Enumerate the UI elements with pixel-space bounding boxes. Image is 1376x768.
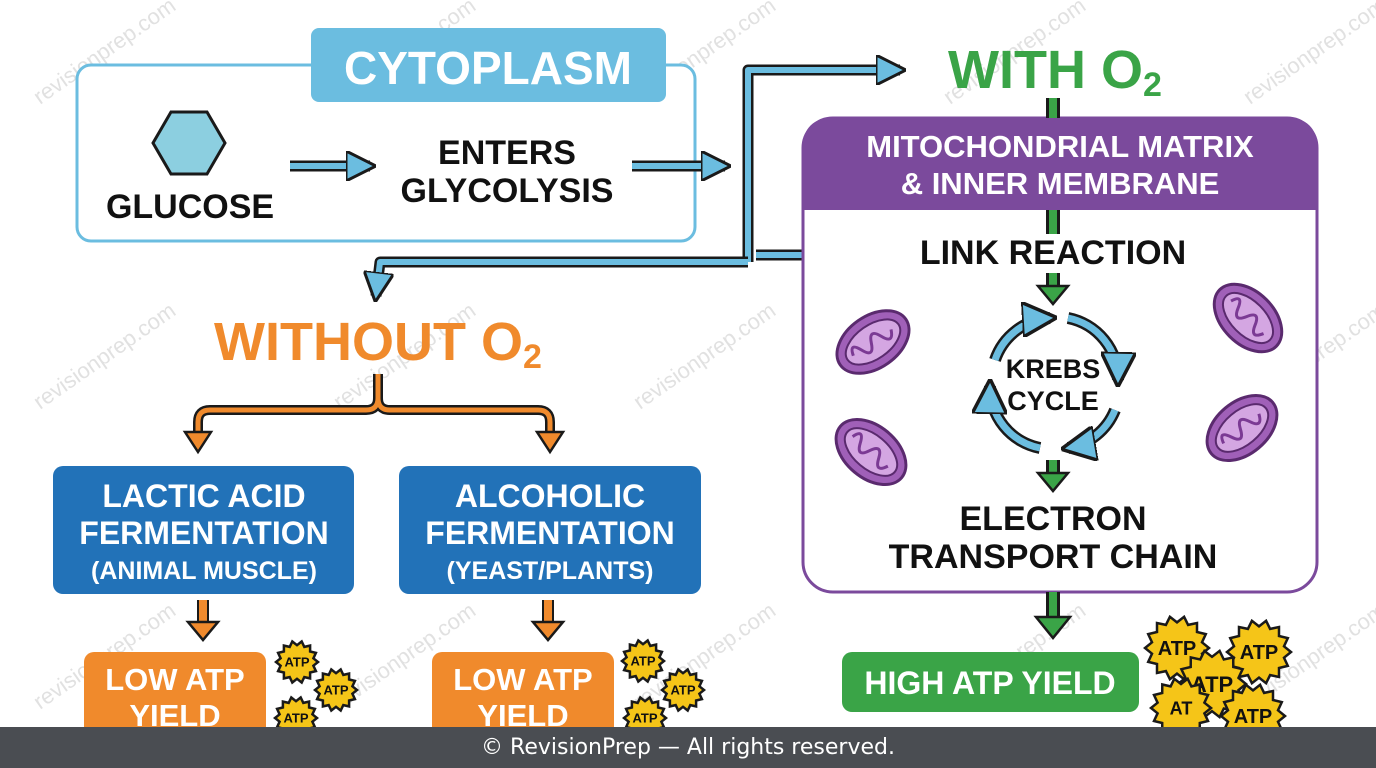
alcoholic-yield-line1: LOW ATP <box>453 662 592 697</box>
krebs-line1: KREBS <box>1006 354 1101 384</box>
alcoholic-line3: (YEAST/PLANTS) <box>447 557 654 585</box>
glucose-hexagon-icon <box>151 110 227 176</box>
cytoplasm-title-bg <box>311 28 666 102</box>
link-reaction-label: LINK REACTION <box>920 234 1186 272</box>
alcoholic-yield-line2: YIELD <box>477 698 568 727</box>
atp-badge-label: ATP <box>284 655 309 670</box>
watermark: revisionprep.com <box>1239 0 1376 109</box>
copyright-footer: © RevisionPrep — All rights reserved. <box>0 727 1376 768</box>
alcoholic-line1: ALCOHOLIC <box>455 478 645 514</box>
atp-badge-label: ATP <box>1234 706 1273 727</box>
lactic-line2: FERMENTATION <box>79 515 328 551</box>
atp-badge-label: ATP <box>670 683 695 698</box>
alcoholic-fermentation-box <box>399 466 701 594</box>
mitochondrion-icon <box>1205 393 1279 463</box>
cytoplasm-title: CYTOPLASM <box>344 42 632 94</box>
atp-starburst-icon <box>273 695 319 727</box>
respiration-diagram: revisionprep.com revisionprep.com revisi… <box>29 0 1376 727</box>
mitochondrion-icon <box>834 417 908 487</box>
green-flow-arrows <box>1033 98 1073 640</box>
krebs-cycle: KREBS CYCLE <box>990 318 1118 448</box>
atp-badge-label: AT <box>1170 698 1193 718</box>
krebs-arrow-top-right <box>1067 314 1118 380</box>
etc-line2: TRANSPORT CHAIN <box>889 538 1218 576</box>
etc-line1: ELECTRON <box>960 500 1147 538</box>
atp-starburst-icon <box>1149 676 1213 727</box>
lactic-line3: (ANIMAL MUSCLE) <box>91 557 317 585</box>
atp-badge-label: ATP <box>1240 642 1279 664</box>
alcoholic-low-atp-box <box>432 652 614 727</box>
lactic-line1: LACTIC ACID <box>102 478 305 514</box>
atp-starburst-icon <box>660 667 706 713</box>
mitochondrion-icon <box>835 309 911 375</box>
without-o2-arrow <box>376 259 748 296</box>
watermark: revisionprep.com <box>629 298 781 415</box>
atp-starburst-icon <box>274 639 320 685</box>
without-o2-heading: WITHOUT O2 <box>214 312 542 376</box>
atp-starburst-icon <box>1225 618 1293 686</box>
atp-badge-label: ATP <box>630 654 655 669</box>
watermark: revisionprep.com <box>29 298 181 415</box>
glucose-label: GLUCOSE <box>106 188 274 226</box>
high-atp-yield-label: HIGH ATP YIELD <box>864 665 1115 701</box>
krebs-arrow-bottom-right <box>1068 408 1119 448</box>
atp-starburst-icon <box>313 667 359 713</box>
high-atp-yield-box <box>842 652 1139 712</box>
glycolysis-line1: ENTERS <box>438 134 576 172</box>
atp-starburst-icon <box>620 638 666 684</box>
mito-header-line2: & INNER MEMBRANE <box>901 166 1220 201</box>
mitochondria-header-bg <box>803 118 1317 210</box>
atp-badge-label: ATP <box>1158 638 1197 660</box>
atp-starburst-icon <box>1219 682 1287 727</box>
krebs-line2: CYCLE <box>1007 386 1099 416</box>
fermentation-yield-arrows <box>185 600 566 642</box>
atp-badge-label: ATP <box>283 711 308 726</box>
mitochondrion-icon <box>1212 282 1284 354</box>
glycolysis-line2: GLYCOLYSIS <box>401 172 614 210</box>
lactic-yield-line2: YIELD <box>129 698 220 727</box>
atp-badge-label: ATP <box>632 711 657 726</box>
with-o2-heading: WITH O2 <box>948 40 1162 104</box>
krebs-arrow-top-left <box>991 318 1050 362</box>
orange-brace <box>182 374 566 455</box>
lactic-low-atp-box <box>84 652 266 727</box>
alcoholic-line2: FERMENTATION <box>425 515 674 551</box>
with-o2-arrow <box>745 70 900 262</box>
mito-header-line1: MITOCHONDRIAL MATRIX <box>866 129 1254 164</box>
atp-starburst-icon <box>622 695 668 727</box>
krebs-arrow-bottom-left <box>990 386 1041 452</box>
lactic-yield-line1: LOW ATP <box>105 662 244 697</box>
lactic-fermentation-box <box>53 466 354 594</box>
atp-badge-label: ATP <box>323 683 348 698</box>
